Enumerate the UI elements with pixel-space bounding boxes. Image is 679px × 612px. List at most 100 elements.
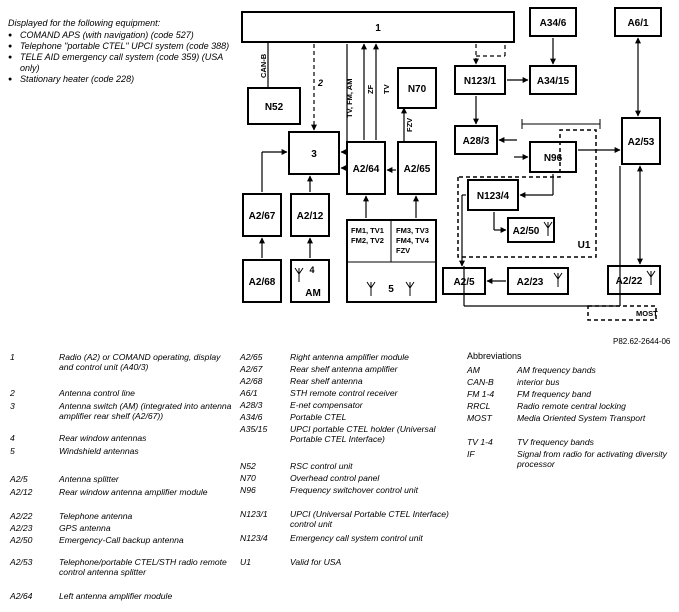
legend-desc: UPCI (Universal Portable CTEL Interface)… [290, 509, 449, 529]
abbreviation-code: IF [467, 449, 475, 459]
windshield-left-line2: FM2, TV2 [351, 236, 384, 245]
block-n1231-frame [454, 65, 506, 95]
equipment-item: COMAND APS (with navigation) (code 527) [8, 30, 233, 41]
abbreviation-desc: AM frequency bands [517, 365, 596, 375]
legend-desc: Right antenna amplifier module [290, 352, 409, 362]
block-a61-frame [614, 7, 662, 37]
abbreviation-code: FM 1-4 [467, 389, 495, 399]
legend-row: A2/68 Rear shelf antenna [240, 376, 465, 388]
legend-desc: Windshield antennas [59, 446, 139, 456]
legend-desc: Valid for USA [290, 557, 342, 567]
block-a253-label: A2/53 [628, 137, 655, 148]
legend-desc: Emergency-Call backup antenna [59, 535, 184, 545]
legend-code: A2/5 [10, 474, 28, 484]
legend-row: A2/5 Antenna splitter [10, 474, 235, 487]
legend-row: A2/12 Rear window antenna amplifier modu… [10, 487, 235, 511]
legend-code: N123/1 [240, 509, 268, 519]
legend-code: 4 [10, 433, 15, 443]
abbreviations-list: AM AM frequency bands CAN-B interior bus… [467, 365, 672, 473]
abbreviation-desc: TV frequency bands [517, 437, 594, 447]
block-a267-label: A2/67 [249, 211, 276, 222]
legend-components-b: A2/65 Right antenna amplifier module A2/… [240, 352, 465, 569]
abbreviation-row: CAN-B interior bus [467, 377, 672, 389]
block-a61-label: A6/1 [627, 18, 649, 29]
legend-desc: Antenna switch (AM) (integrated into ant… [59, 401, 232, 421]
block-a265-label: A2/65 [404, 164, 431, 175]
block-n52-frame [247, 87, 301, 125]
equipment-note: Displayed for the following equipment: C… [8, 18, 233, 85]
block-n70-label: N70 [408, 84, 427, 95]
block-n1231-label: N123/1 [464, 76, 497, 87]
equipment-item: TELE AID emergency call system (code 359… [8, 52, 233, 74]
line-label-fzv: FZV [405, 118, 414, 132]
most-legend-box [587, 305, 657, 321]
legend-code: A2/68 [240, 376, 263, 386]
legend-code: U1 [240, 557, 251, 567]
block-1-frame [241, 11, 515, 43]
block-3-frame [288, 131, 340, 175]
abbreviation-desc: interior bus [517, 377, 560, 387]
abbreviation-row: MOST Media Oriented System Transport [467, 413, 672, 437]
legend-row: A2/22 Telephone antenna [10, 511, 235, 523]
block-n1234-label: N123/4 [477, 191, 510, 202]
legend-desc: UPCI portable CTEL holder (Universal Por… [290, 424, 436, 444]
legend-desc: GPS antenna [59, 523, 111, 533]
legend-desc: Rear shelf antenna amplifier [290, 364, 398, 374]
legend-row: A2/23 GPS antenna [10, 523, 235, 535]
block-5-label: 5 [388, 284, 394, 295]
legend-row: A2/50 Emergency-Call backup antenna [10, 535, 235, 557]
legend-desc: E-net compensator [290, 400, 363, 410]
antenna-icon [553, 272, 563, 287]
legend-code: A2/12 [10, 487, 33, 497]
legend-row: A6/1 STH remote control receiver [240, 388, 465, 400]
legend-desc: Telephone/portable CTEL/STH radio remote… [59, 557, 227, 577]
legend-code: 3 [10, 401, 15, 411]
legend-code: A28/3 [240, 400, 263, 410]
legend-desc: Portable CTEL [290, 412, 347, 422]
legend-code: A2/65 [240, 352, 263, 362]
block-4-label: AM [305, 288, 321, 299]
legend-desc: Antenna control line [59, 388, 135, 398]
legend-desc: Telephone antenna [59, 511, 133, 521]
legend-code: N123/4 [240, 533, 268, 543]
legend-row: 4 Rear window antennas [10, 433, 235, 446]
legend-components-a: A2/5 Antenna splitter A2/12 Rear window … [10, 474, 235, 603]
legend-code: A2/67 [240, 364, 263, 374]
abbreviation-code: RRCL [467, 401, 491, 411]
abbreviations-title: Abbreviations [467, 351, 522, 361]
legend-code: 2 [10, 388, 15, 398]
line-label-tv: TV [382, 84, 391, 94]
abbreviation-desc: Signal from radio for activating diversi… [517, 449, 667, 469]
legend-desc: Overhead control panel [290, 473, 380, 483]
legend-code: 5 [10, 446, 15, 456]
block-a268-label: A2/68 [249, 277, 276, 288]
legend-row: U1 Valid for USA [240, 557, 465, 569]
block-a253-frame [621, 117, 661, 165]
legend-numbers: 1 Radio (A2) or COMAND operating, displa… [10, 352, 235, 468]
block-n96-frame [529, 141, 577, 173]
block-1-label: 1 [375, 23, 381, 34]
legend-desc: Frequency switchover control unit [290, 485, 419, 495]
legend-desc: Rear window antennas [59, 433, 147, 443]
abbreviation-code: AM [467, 365, 480, 375]
windshield-right-line1: FM3, TV3 [396, 226, 429, 235]
abbreviation-row: TV 1-4 TV frequency bands [467, 437, 672, 449]
block-a268-frame [242, 259, 282, 303]
block-n70-frame [397, 67, 437, 109]
block-3-label: 3 [311, 149, 317, 160]
block-a3415-frame [529, 65, 577, 95]
windshield-right-line2: FM4, TV4 [396, 236, 430, 245]
legend-desc: STH remote control receiver [290, 388, 398, 398]
legend-row: A34/6 Portable CTEL [240, 412, 465, 424]
line-label-2: 2 [317, 78, 323, 88]
block-a250-frame [507, 217, 555, 243]
abbreviation-row: RRCL Radio remote central locking [467, 401, 672, 413]
legend-row: A35/15 UPCI portable CTEL holder (Univer… [240, 424, 465, 461]
block-a222-label: A2/22 [616, 276, 643, 287]
legend-code: A34/6 [240, 412, 263, 422]
block-a212-frame [290, 193, 330, 237]
block-a267-frame [242, 193, 282, 237]
block-a283-frame [454, 125, 498, 155]
antenna-icon [366, 281, 376, 296]
legend-desc: Antenna splitter [59, 474, 119, 484]
